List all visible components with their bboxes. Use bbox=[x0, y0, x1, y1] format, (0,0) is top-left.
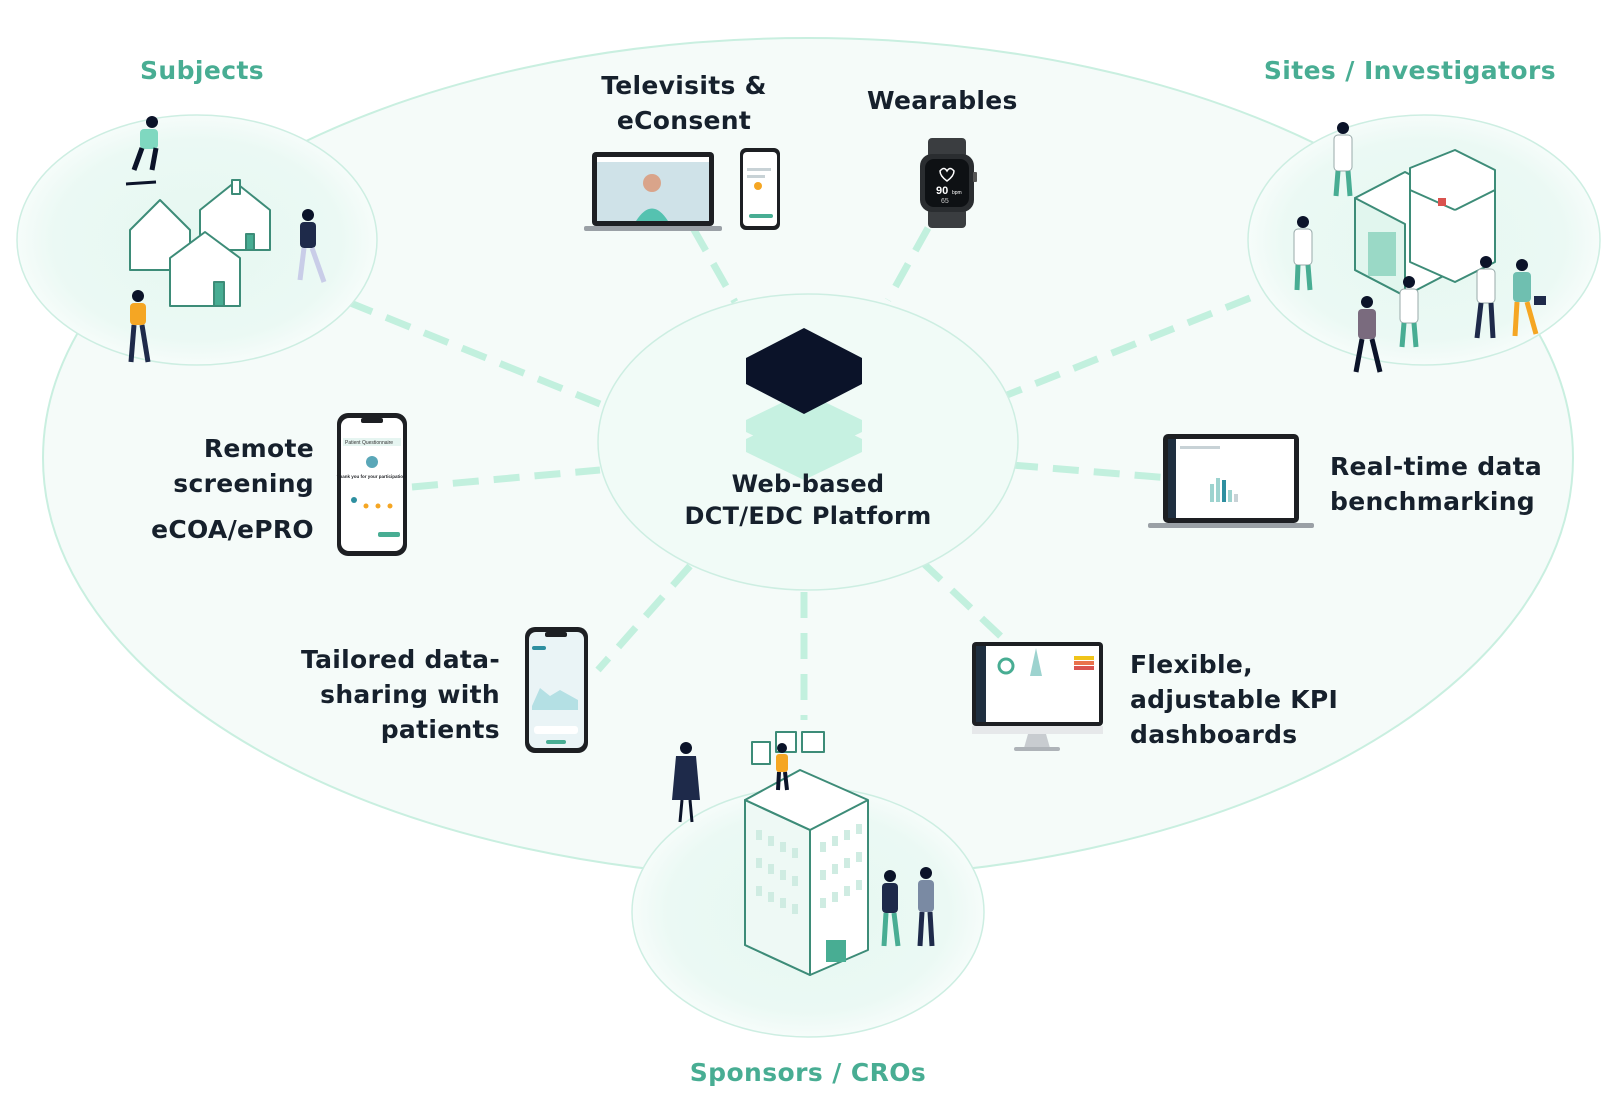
remote-line2: screening bbox=[173, 469, 314, 498]
center-label: Web-based DCT/EDC Platform bbox=[620, 468, 996, 532]
televisits-line1: Televisits & bbox=[601, 71, 767, 100]
hospital-icon bbox=[1354, 149, 1496, 297]
tailored-line2: sharing with bbox=[320, 680, 500, 709]
group-label-sites: Sites / Investigators bbox=[1263, 56, 1556, 85]
remote-screening-label: Remote screening bbox=[120, 431, 314, 501]
person-icon bbox=[1333, 122, 1353, 197]
person-icon bbox=[776, 743, 789, 791]
center-label-line2: DCT/EDC Platform bbox=[684, 502, 932, 530]
phone-title: Patient Questionnaire bbox=[345, 440, 393, 446]
watch-unit: bpm bbox=[952, 190, 962, 196]
office-building-icon bbox=[744, 731, 869, 976]
person-icon bbox=[672, 742, 700, 823]
phone-thanks: Thank you for your participation! bbox=[337, 474, 408, 479]
phone-icon bbox=[740, 148, 780, 230]
monitor-icon bbox=[972, 642, 1103, 751]
kpi-line2: adjustable KPI bbox=[1130, 685, 1339, 714]
person-icon bbox=[881, 870, 901, 947]
ecoa-label: eCOA/ePRO bbox=[151, 515, 314, 544]
laptop-icon bbox=[1148, 434, 1314, 528]
group-label-sponsors: Sponsors / CROs bbox=[689, 1058, 927, 1087]
person-icon bbox=[128, 290, 151, 363]
realtime-label: Real-time data benchmarking bbox=[1330, 449, 1542, 519]
realtime-line1: Real-time data bbox=[1330, 452, 1543, 481]
person-icon bbox=[297, 209, 327, 283]
group-label-subjects: Subjects bbox=[140, 56, 265, 85]
person-icon bbox=[1293, 216, 1313, 291]
kpi-line3: dashboards bbox=[1130, 720, 1298, 749]
person-icon bbox=[1399, 276, 1419, 348]
platform-logo-icon bbox=[746, 328, 862, 480]
wearables-label: Wearables bbox=[867, 86, 1018, 115]
houses-icon bbox=[129, 179, 271, 307]
phone-icon bbox=[525, 627, 588, 753]
person-icon bbox=[917, 867, 935, 947]
person-icon bbox=[1353, 296, 1383, 373]
tailored-line1: Tailored data- bbox=[300, 645, 500, 674]
remote-line1: Remote bbox=[203, 434, 314, 463]
watch-bpm: 90 bbox=[936, 185, 948, 197]
realtime-line2: benchmarking bbox=[1330, 487, 1536, 516]
center-label-line1: Web-based bbox=[731, 470, 885, 498]
watch-sub: 65 bbox=[941, 198, 949, 205]
connector-lines bbox=[346, 226, 1252, 720]
phone-icon: Patient Questionnaire Thank you for your… bbox=[337, 413, 408, 556]
person-icon bbox=[125, 116, 159, 186]
kpi-label: Flexible, adjustable KPI dashboards bbox=[1130, 647, 1338, 752]
person-icon bbox=[1512, 259, 1546, 337]
kpi-line1: Flexible, bbox=[1130, 650, 1253, 679]
smartwatch-icon: 90 bpm 65 bbox=[920, 138, 977, 228]
person-icon bbox=[1474, 256, 1496, 339]
laptop-icon bbox=[584, 152, 722, 231]
televisits-line2: eConsent bbox=[616, 106, 752, 135]
tailored-line3: patients bbox=[380, 715, 500, 744]
tailored-label: Tailored data- sharing with patients bbox=[270, 642, 500, 747]
televisits-label: Televisits & eConsent bbox=[574, 68, 794, 138]
